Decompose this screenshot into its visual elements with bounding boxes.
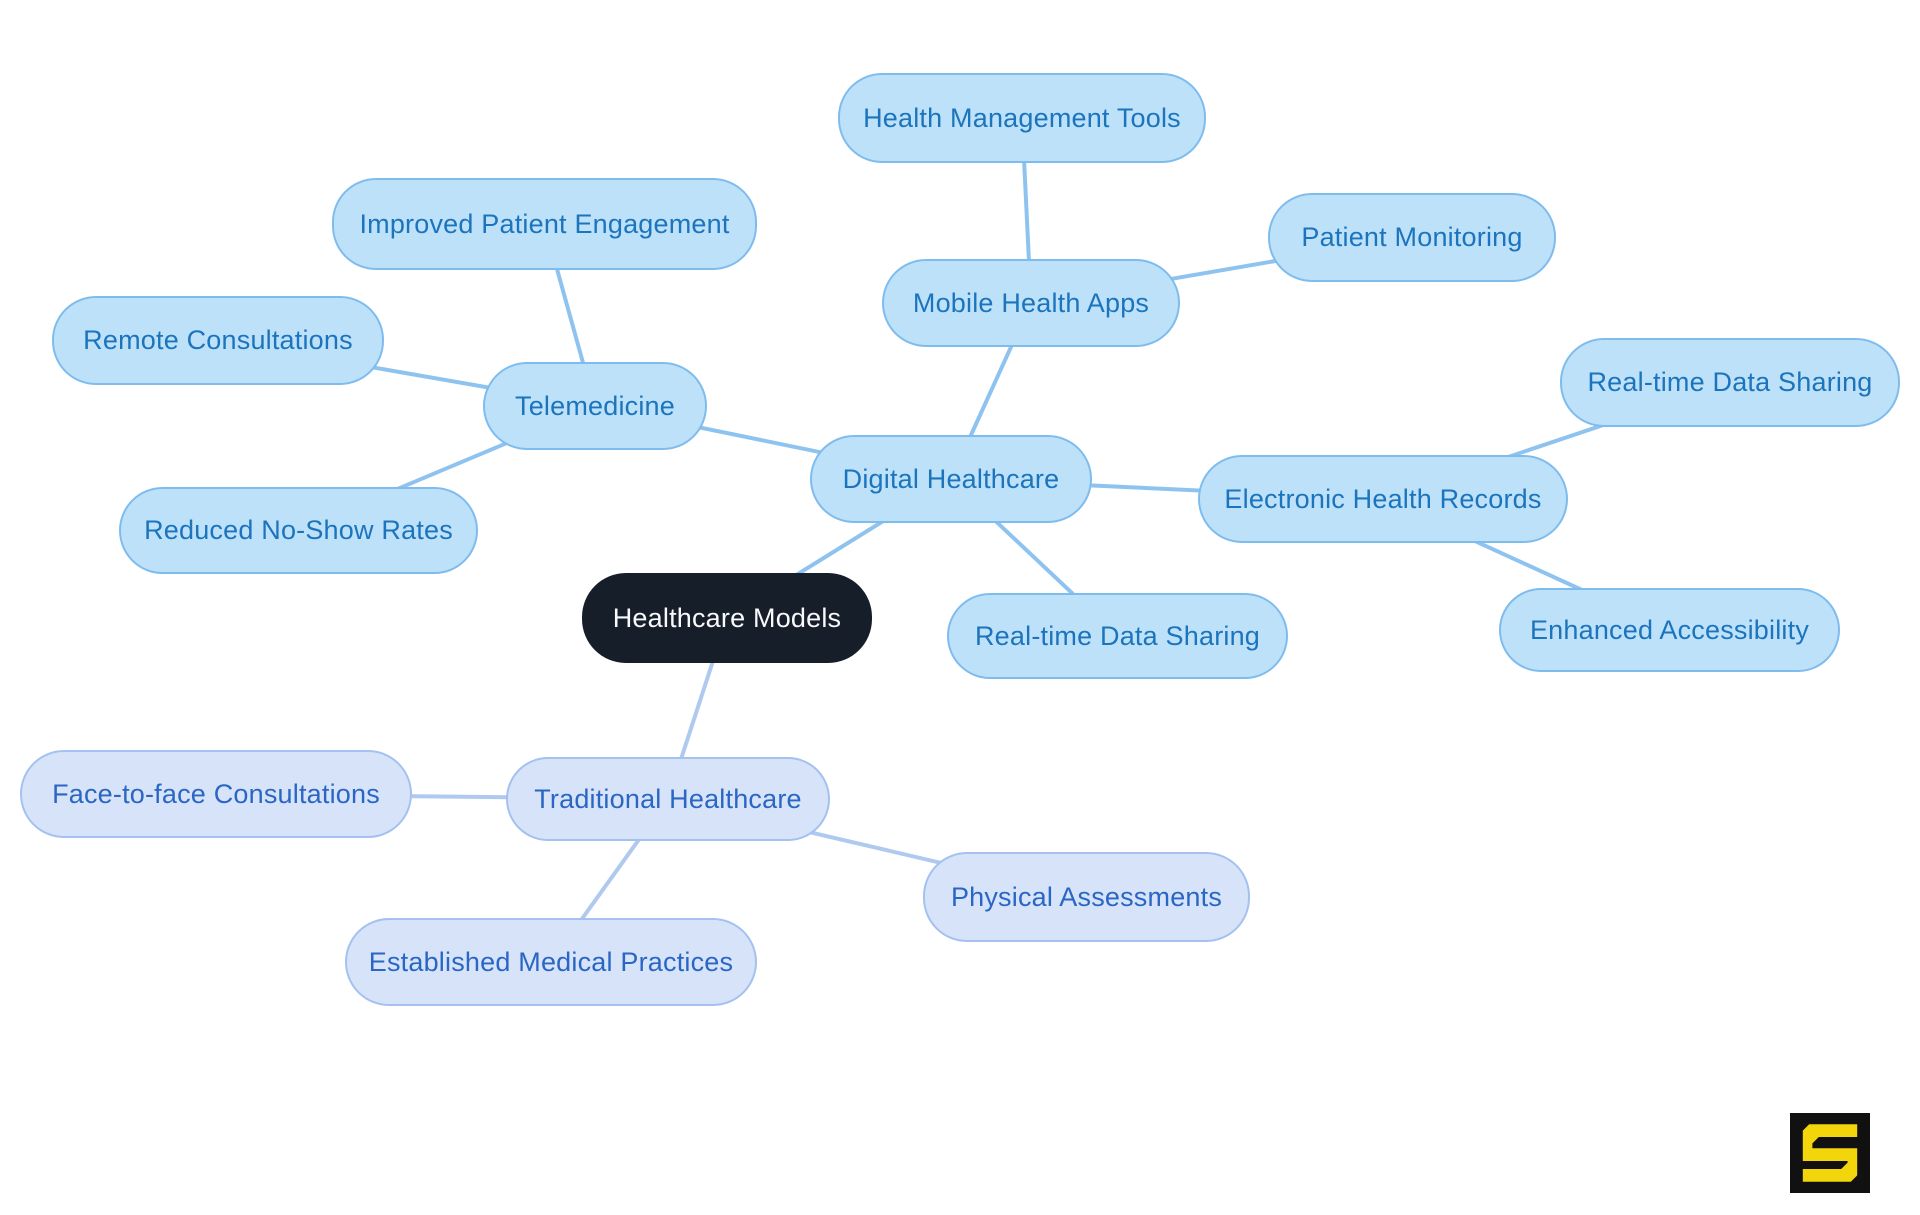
mindmap-node-label: Digital Healthcare <box>842 463 1060 494</box>
mindmap-node-label: Healthcare Models <box>612 602 842 633</box>
mindmap-node-improved-patient-engagement[interactable]: Improved Patient Engagement <box>332 178 757 270</box>
mindmap-node-label: Real-time Data Sharing <box>1587 367 1873 397</box>
mindmap-node-electronic-health-records[interactable]: Electronic Health Records <box>1198 455 1568 543</box>
mindmap-node-patient-monitoring[interactable]: Patient Monitoring <box>1268 193 1556 282</box>
mindmap-node-label: Traditional Healthcare <box>534 783 802 814</box>
mindmap-node-label: Physical Assessments <box>950 881 1223 912</box>
mindmap-node-remote-consultations[interactable]: Remote Consultations <box>52 296 384 385</box>
mindmap-node-real-time-data-sharing-2[interactable]: Real-time Data Sharing <box>947 593 1288 679</box>
mindmap-node-label: Remote Consultations <box>83 325 353 355</box>
mindmap-node-label: Electronic Health Records <box>1224 483 1542 514</box>
mindmap-node-mobile-health-apps[interactable]: Mobile Health Apps <box>882 259 1180 347</box>
mindmap-node-telemedicine[interactable]: Telemedicine <box>483 362 707 450</box>
mindmap-node-label: Improved Patient Engagement <box>359 208 730 239</box>
mindmap-node-digital-healthcare[interactable]: Digital Healthcare <box>810 435 1092 523</box>
mindmap-node-label: Patient Monitoring <box>1301 222 1523 252</box>
mindmap-node-label: Face-to-face Consultations <box>52 778 380 809</box>
mindmap-node-label: Established Medical Practices <box>368 946 734 977</box>
mindmap-node-reduced-no-show-rates[interactable]: Reduced No-Show Rates <box>119 487 478 574</box>
mindmap-node-label: Mobile Health Apps <box>912 287 1150 318</box>
mindmap-node-healthcare-models[interactable]: Healthcare Models <box>582 573 872 663</box>
mindmap-node-label: Reduced No-Show Rates <box>144 515 453 545</box>
mindmap-node-label: Real-time Data Sharing <box>974 620 1261 651</box>
brand-s-icon <box>1790 1113 1870 1193</box>
mindmap-node-label: Health Management Tools <box>863 102 1181 133</box>
mindmap-node-real-time-data-sharing-1[interactable]: Real-time Data Sharing <box>1560 338 1900 427</box>
mindmap-node-physical-assessments[interactable]: Physical Assessments <box>923 852 1250 942</box>
mindmap-node-label: Telemedicine <box>515 390 675 421</box>
mindmap-node-established-medical-practices[interactable]: Established Medical Practices <box>345 918 757 1006</box>
mindmap-node-label: Enhanced Accessibility <box>1529 614 1810 645</box>
mindmap-node-enhanced-accessibility[interactable]: Enhanced Accessibility <box>1499 588 1840 672</box>
brand-logo <box>1790 1113 1870 1193</box>
mindmap-node-health-management-tools[interactable]: Health Management Tools <box>838 73 1206 163</box>
mindmap-node-face-to-face-consultations[interactable]: Face-to-face Consultations <box>20 750 412 838</box>
mindmap-node-traditional-healthcare[interactable]: Traditional Healthcare <box>506 757 830 841</box>
